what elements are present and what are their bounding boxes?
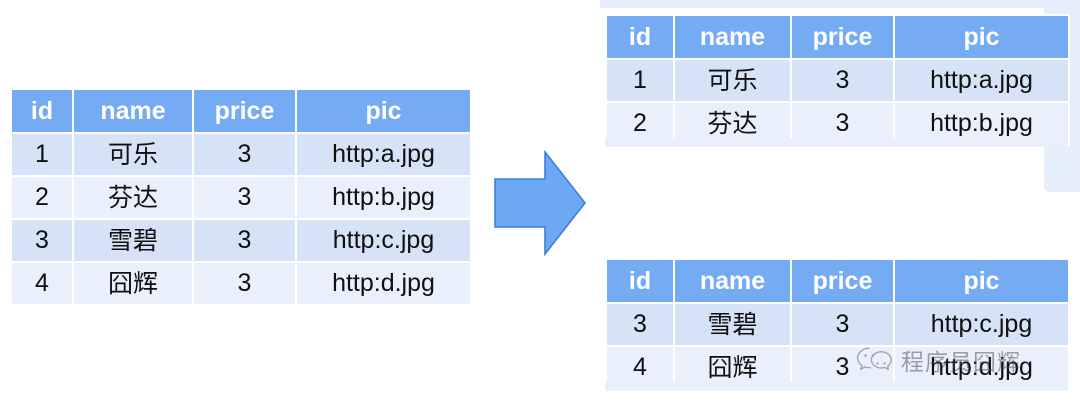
column-header-id[interactable]: id bbox=[10, 88, 74, 134]
cell-price: 3 bbox=[192, 132, 297, 177]
column-header-price[interactable]: price bbox=[192, 88, 297, 134]
right-arrow-icon bbox=[494, 150, 587, 256]
column-header-price[interactable]: price bbox=[790, 14, 895, 60]
cell-id: 4 bbox=[10, 261, 74, 306]
column-header-name[interactable]: name bbox=[673, 258, 792, 304]
table-row: 1 可乐 3 http:a.jpg bbox=[10, 132, 472, 177]
shard-table-2-footer-strip bbox=[605, 382, 1068, 391]
table-header-row: id name price pic bbox=[10, 88, 472, 134]
table-row: 2 芬达 3 http:b.jpg bbox=[10, 175, 472, 220]
cell-name: 囧辉 bbox=[72, 261, 194, 306]
source-table: id name price pic 1 可乐 3 http:a.jpg 2 芬达… bbox=[10, 88, 472, 306]
cell-pic: http:d.jpg bbox=[295, 261, 472, 306]
table-header-row: id name price pic bbox=[605, 14, 1070, 60]
cell-id: 1 bbox=[605, 58, 675, 103]
column-header-id[interactable]: id bbox=[605, 14, 675, 60]
column-header-id[interactable]: id bbox=[605, 258, 675, 304]
cell-id: 2 bbox=[10, 175, 74, 220]
column-header-name[interactable]: name bbox=[72, 88, 194, 134]
table-row: 4 囧辉 3 http:d.jpg bbox=[10, 261, 472, 306]
cell-name: 雪碧 bbox=[673, 302, 792, 347]
cell-price: 3 bbox=[192, 175, 297, 220]
cell-price: 3 bbox=[192, 261, 297, 306]
cell-price: 3 bbox=[790, 302, 895, 347]
shard-table-2: id name price pic 3 雪碧 3 http:c.jpg 4 囧辉… bbox=[605, 258, 1070, 390]
table-header-row: id name price pic bbox=[605, 258, 1070, 304]
cell-pic: http:a.jpg bbox=[295, 132, 472, 177]
table-row: 2 芬达 3 http:b.jpg bbox=[605, 101, 1070, 146]
cell-name: 芬达 bbox=[72, 175, 194, 220]
cell-price: 3 bbox=[790, 58, 895, 103]
cell-id: 3 bbox=[10, 218, 74, 263]
shard-table-1-footer-strip bbox=[605, 138, 1068, 147]
cell-price: 3 bbox=[192, 218, 297, 263]
table-row: 1 可乐 3 http:a.jpg bbox=[605, 58, 1070, 103]
cell-pic: http:c.jpg bbox=[893, 302, 1070, 347]
cell-pic: http:a.jpg bbox=[893, 58, 1070, 103]
table-row: 3 雪碧 3 http:c.jpg bbox=[10, 218, 472, 263]
background-panel-top bbox=[600, 0, 1080, 8]
cell-id: 3 bbox=[605, 302, 675, 347]
column-header-price[interactable]: price bbox=[790, 258, 895, 304]
column-header-pic[interactable]: pic bbox=[893, 258, 1070, 304]
cell-name: 雪碧 bbox=[72, 218, 194, 263]
table-row: 3 雪碧 3 http:c.jpg bbox=[605, 302, 1070, 347]
cell-name: 可乐 bbox=[72, 132, 194, 177]
cell-name: 可乐 bbox=[673, 58, 792, 103]
shard-table-1: id name price pic 1 可乐 3 http:a.jpg 2 芬达… bbox=[605, 14, 1070, 146]
cell-pic: http:b.jpg bbox=[295, 175, 472, 220]
column-header-name[interactable]: name bbox=[673, 14, 792, 60]
column-header-pic[interactable]: pic bbox=[295, 88, 472, 134]
cell-id: 1 bbox=[10, 132, 74, 177]
column-header-pic[interactable]: pic bbox=[893, 14, 1070, 60]
cell-pic: http:c.jpg bbox=[295, 218, 472, 263]
